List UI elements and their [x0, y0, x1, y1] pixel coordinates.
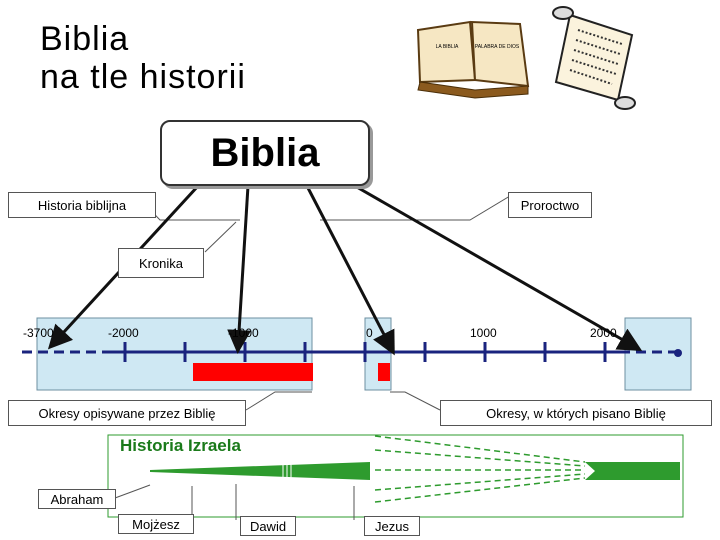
tick-label-minus-2000: -2000 [108, 326, 139, 340]
israel-white-stripes [282, 463, 292, 479]
okresy-opisywane-box: Okresy opisywane przez Biblię [8, 400, 246, 426]
proroctwo-box: Proroctwo [508, 192, 592, 218]
person-dawid: Dawid [240, 516, 296, 536]
open-book-icon [416, 20, 530, 99]
person-abraham: Abraham [38, 489, 116, 509]
connector-kronika [204, 221, 237, 253]
kronika-box: Kronika [118, 248, 204, 278]
title-line-2: na tle historii [40, 58, 246, 96]
connector-okresy-pisano [390, 391, 441, 411]
title-line-1: Biblia [40, 20, 130, 58]
tick-label-minus-1000: -1000 [228, 326, 259, 340]
israel-history-shape [150, 462, 370, 480]
israel-dashed-lines [374, 435, 586, 503]
book-left-text: LA BIBLIA [436, 44, 459, 50]
historia-izraela-title: Historia Izraela [120, 436, 241, 455]
book-right-text: PALABRA DE DIOS [475, 44, 520, 50]
biblia-box: Biblia [160, 120, 370, 186]
arrow-to-zero [305, 185, 395, 356]
person-mojzesz: Mojżesz [118, 514, 194, 534]
timeline-end-dot [674, 349, 682, 357]
historia-izraela-panel [107, 434, 684, 518]
tick-label-1000: 1000 [470, 326, 497, 340]
arrow-to-end [354, 184, 643, 351]
timeline-ticks [123, 342, 607, 362]
tick-label-zero: 0 [366, 326, 373, 340]
arrow-to-minus-1000 [227, 185, 252, 354]
okresy-pisano-box: Okresy, w których pisano Biblię [440, 400, 712, 426]
red-bar-new [378, 363, 390, 381]
historia-biblijna-box: Historia biblijna [8, 192, 156, 218]
tick-label-minus-3700: -3700 [23, 326, 54, 340]
person-jezus: Jezus [364, 516, 420, 536]
connector-proroctwo [320, 195, 511, 221]
connector-okresy-opisywane [245, 391, 312, 411]
slide-title: Biblia na tle historii [40, 20, 246, 96]
israel-end-shape [585, 462, 680, 480]
red-bar-old [193, 363, 313, 381]
scroll-icon [552, 6, 636, 110]
tick-label-2000: 2000 [590, 326, 617, 340]
